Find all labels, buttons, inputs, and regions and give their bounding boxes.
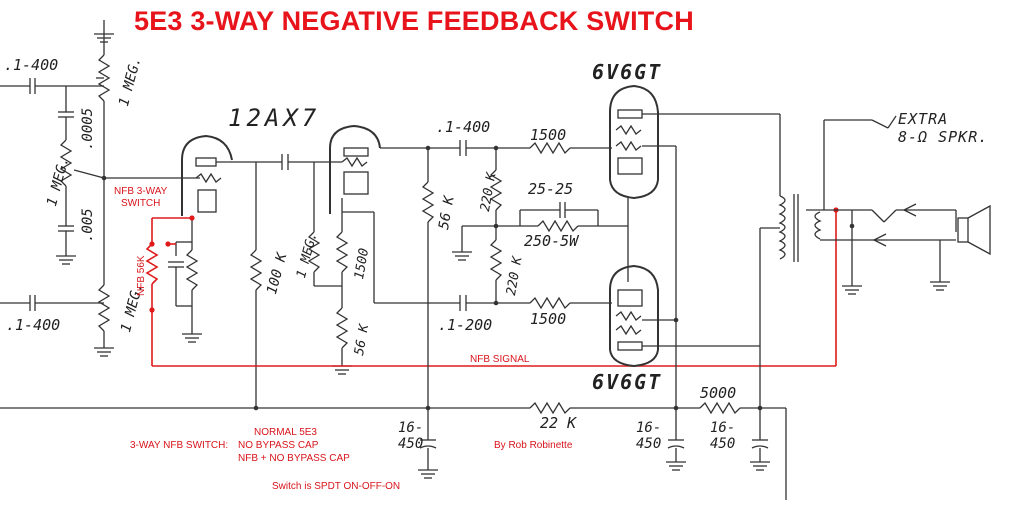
note-nfb-switch: NFB 3-WAY SWITCH xyxy=(114,186,168,209)
label-res-5000: 5000 xyxy=(700,384,737,402)
tube-label-6v6gt-bottom: 6V6GT xyxy=(592,370,663,394)
tube-6v6gt-bottom xyxy=(609,264,659,368)
output-transformer xyxy=(778,115,957,295)
label-cap-coupling-bottom: .1-200 xyxy=(438,316,493,334)
label-cap-005: .005 xyxy=(80,208,96,242)
label-res-1500-bottom: 1500 xyxy=(530,310,567,328)
note-switch-label: 3-WAY NFB SWITCH: xyxy=(130,440,229,451)
note-nfb-signal: NFB SIGNAL xyxy=(470,354,530,365)
pot-bottom xyxy=(94,178,114,357)
note-no-bypass: NO BYPASS CAP xyxy=(238,440,319,451)
speaker-icon xyxy=(957,204,991,256)
note-normal-5e3: NORMAL 5E3 xyxy=(254,427,317,438)
input-wire-top xyxy=(0,78,104,94)
label-filter-cap-3: 16- 450 xyxy=(710,420,736,452)
label-cap-0005: .0005 xyxy=(80,107,96,150)
coupling-network xyxy=(421,140,628,440)
label-cap-in-bottom: .1-400 xyxy=(6,316,61,334)
note-author: By Rob Robinette xyxy=(494,440,573,451)
pot-top xyxy=(96,34,111,178)
label-cap-in-top: .1-400 xyxy=(4,56,59,74)
label-res-1500-top: 1500 xyxy=(530,126,567,144)
nfb-switch-red xyxy=(145,207,839,367)
tube-6v6gt-top xyxy=(609,84,659,282)
tube-label-6v6gt-top: 6V6GT xyxy=(592,60,663,84)
label-cap-coupling-top: .1-400 xyxy=(436,118,491,136)
label-speaker: EXTRA 8-Ω SPKR. xyxy=(898,110,989,146)
label-filter-cap-1: 16- 450 xyxy=(398,420,424,452)
input-wire-bottom xyxy=(0,295,104,311)
junction xyxy=(101,175,107,181)
tone-network xyxy=(56,86,105,265)
note-nfb-no-bypass: NFB + NO BYPASS CAP xyxy=(238,453,350,464)
note-switch-type: Switch is SPDT ON-OFF-ON xyxy=(272,481,401,492)
label-res-250-5w: 250-5W xyxy=(524,232,579,250)
label-filter-cap-2: 16- 450 xyxy=(636,420,662,452)
preamp-cathode-network xyxy=(168,216,202,343)
label-res-22k: 22 K xyxy=(540,414,577,432)
label-cap-25-25: 25-25 xyxy=(528,180,574,198)
tube-label-12ax7: 12AX7 xyxy=(228,104,321,132)
diagram-title: 5E3 3-WAY NEGATIVE FEEDBACK SWITCH xyxy=(134,6,694,36)
tube-12ax7 xyxy=(181,124,381,216)
note-nfb-56k: NFB 56K xyxy=(136,255,147,296)
ground-top-left xyxy=(94,20,114,43)
power-supply-rail xyxy=(0,346,787,500)
output-wiring xyxy=(642,113,781,440)
